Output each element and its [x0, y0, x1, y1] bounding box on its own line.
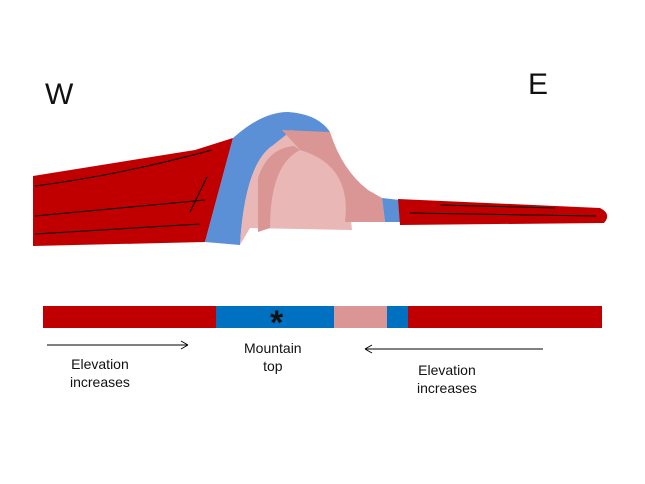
caption-line: increases: [417, 380, 477, 396]
strip-segment-west-red: [43, 306, 216, 328]
caption-line: Elevation: [71, 356, 129, 372]
east-strata-line: [409, 212, 597, 217]
strip-segment-blue: [216, 306, 334, 328]
mountain-rose-layer: [282, 130, 385, 222]
caption-line: Elevation: [418, 362, 476, 378]
east-blue-band: [382, 198, 400, 222]
right-elevation-caption: Elevation increases: [417, 361, 477, 397]
fault-line: [189, 176, 208, 213]
west-red-layer: [33, 138, 233, 246]
mountain-top-caption: Mountain top: [244, 339, 302, 375]
mountain-outer-blue: [205, 112, 330, 245]
west-strata-line: [34, 149, 213, 187]
west-label: W: [45, 78, 74, 111]
strip-segment-east-red: [408, 306, 602, 328]
strip-segment-rose: [334, 306, 387, 328]
left-elevation-caption: Elevation increases: [70, 355, 130, 391]
right-arrow-head: [364, 344, 373, 354]
mountain-top-marker: *: [270, 304, 284, 342]
east-red-layer: [398, 199, 608, 225]
strip-segment-blue-small: [387, 306, 408, 328]
mountain-core: [258, 146, 300, 232]
east-strata-line: [439, 204, 556, 209]
west-strata-line: [34, 223, 201, 235]
caption-line: top: [263, 358, 283, 374]
caption-line: increases: [70, 374, 130, 390]
caption-line: Mountain: [244, 340, 302, 356]
left-arrow-head: [180, 340, 189, 350]
east-label: E: [528, 68, 549, 101]
west-strata-line: [34, 199, 206, 217]
